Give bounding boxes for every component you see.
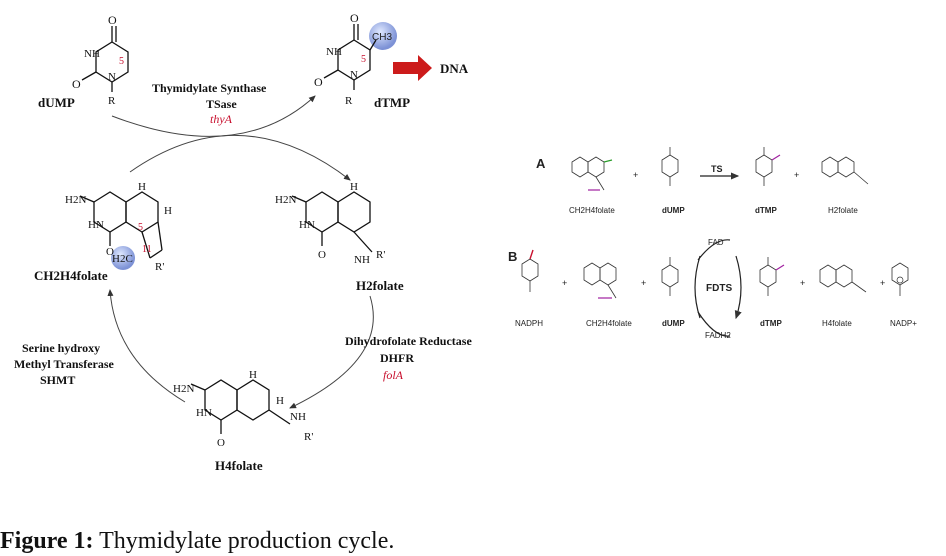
- panel-a-letter: A: [536, 156, 546, 171]
- figure-caption: Figure 1: Thymidylate production cycle.: [0, 528, 394, 555]
- dtmp-o-top: O: [350, 11, 359, 25]
- ch2-position11: 11: [142, 244, 152, 255]
- ch2-rprime: R': [155, 261, 164, 273]
- shmt-line1: Serine hydroxy: [22, 341, 100, 355]
- caption-prefix: Figure 1:: [0, 528, 94, 554]
- dump-o-top: O: [108, 13, 117, 27]
- dtmp-nh: NH: [326, 46, 342, 58]
- ch2h4folate-label: CH2H4folate: [34, 268, 108, 283]
- dump-o-left: O: [72, 77, 81, 91]
- panel-b-label-ch2h4folate: CH2H4folate: [586, 319, 632, 328]
- panel-b-fad: FAD: [708, 238, 724, 247]
- dump-nh: NH: [84, 48, 100, 60]
- h2-h-top: H: [350, 181, 358, 193]
- ch2h4folate-structure: H2N HN O H H 5 11 H2C R' CH2H4folate: [34, 181, 172, 283]
- h2-rprime: R': [376, 249, 385, 261]
- panel-b-plus-2: +: [641, 278, 646, 288]
- dtmp-o-left: O: [314, 75, 323, 89]
- panel-b-plus-1: +: [562, 278, 567, 288]
- h2-hn2: NH: [354, 254, 370, 266]
- h4folate-structure: H2N HN O H H NH R' H4folate: [173, 369, 313, 473]
- dna-arrow-icon: [393, 55, 432, 81]
- h4folate-label: H4folate: [215, 458, 263, 473]
- dhfr-reaction-arrow: [289, 295, 374, 409]
- dtmp-position5: 5: [361, 54, 366, 65]
- dump-label: dUMP: [38, 95, 75, 110]
- ch2-position5: 5: [138, 222, 143, 233]
- panel-a-plus-2: +: [794, 170, 799, 180]
- panel-a-enzyme: TS: [711, 164, 723, 174]
- ts-enzyme-line2: TSase: [206, 97, 237, 111]
- dump-n: N: [108, 71, 116, 83]
- dump-r: R: [108, 95, 116, 107]
- panel-a: A CH2H4folate + dUMP TS dTMP + H2folate: [536, 147, 869, 215]
- caption-text: Thymidylate production cycle.: [93, 528, 395, 554]
- h4-h2n: H2N: [173, 383, 194, 395]
- panel-a-plus-1: +: [633, 170, 638, 180]
- dtmp-ch3: CH3: [372, 32, 392, 43]
- dhfr-line1: Dihydrofolate Reductase: [345, 334, 472, 348]
- dhfr-gene: folA: [383, 368, 404, 382]
- panel-b-label-dump: dUMP: [662, 319, 685, 328]
- dna-label: DNA: [440, 61, 469, 76]
- ts-enzyme-line1: Thymidylate Synthase: [152, 81, 267, 95]
- panel-b-enzyme: FDTS: [706, 283, 732, 294]
- panel-b-plus-4: +: [880, 278, 885, 288]
- h4-o: O: [217, 437, 225, 449]
- h2-h2n: H2N: [275, 194, 296, 206]
- panel-b-fadh2: FADH2: [705, 331, 731, 340]
- methyl-highlight: [369, 22, 397, 50]
- panel-b-label-nadph: NADPH: [515, 319, 543, 328]
- panel-b-letter: B: [508, 249, 517, 264]
- panel-b-label-h4folate: H4folate: [822, 319, 852, 328]
- panel-b-label-nadp: NADP+: [890, 319, 917, 328]
- h4-rprime: R': [304, 431, 313, 443]
- dtmp-label: dTMP: [374, 95, 410, 110]
- panel-b-label-dtmp: dTMP: [760, 319, 782, 328]
- dtmp-n: N: [350, 69, 358, 81]
- panel-a-label-ch2h4folate: CH2H4folate: [569, 206, 615, 215]
- panel-b-plus-3: +: [800, 278, 805, 288]
- panel-a-label-h2folate: H2folate: [828, 206, 858, 215]
- ch2-h-top: H: [138, 181, 146, 193]
- h4-h-right: H: [276, 395, 284, 407]
- dump-structure: O NH O N R 5 dUMP: [38, 13, 129, 110]
- ch2-h-right: H: [164, 205, 172, 217]
- ch2-h2n: H2N: [65, 194, 86, 206]
- h2-o: O: [318, 249, 326, 261]
- h2folate-label: H2folate: [356, 278, 404, 293]
- h4-h-top: H: [249, 369, 257, 381]
- panel-a-label-dtmp: dTMP: [755, 206, 777, 215]
- panel-b: B NADPH + CH2H4folate + dUMP FAD FDTS FA…: [508, 238, 917, 340]
- ch2-h2c: H2C: [112, 253, 133, 265]
- shmt-line3: SHMT: [40, 373, 75, 387]
- ch2-hn: HN: [88, 219, 104, 231]
- h2folate-structure: H2N HN O H NH R' H2folate: [275, 181, 404, 293]
- h4-nh: NH: [290, 411, 306, 423]
- h4-hn: HN: [196, 407, 212, 419]
- h2-hn: HN: [299, 219, 315, 231]
- shmt-line2: Methyl Transferase: [14, 357, 115, 371]
- dump-position5: 5: [119, 56, 124, 67]
- folate-oxidation-arrow: [129, 135, 351, 181]
- dtmp-r: R: [345, 95, 353, 107]
- methylene-highlight: [111, 246, 135, 270]
- shmt-reaction-arrow: [107, 289, 186, 403]
- panel-a-label-dump: dUMP: [662, 206, 685, 215]
- dhfr-line2: DHFR: [380, 351, 414, 365]
- ts-gene: thyA: [210, 112, 233, 126]
- dtmp-structure: O NH O N R 5 CH3 dTMP: [314, 11, 410, 110]
- ch2-o: O: [106, 246, 114, 258]
